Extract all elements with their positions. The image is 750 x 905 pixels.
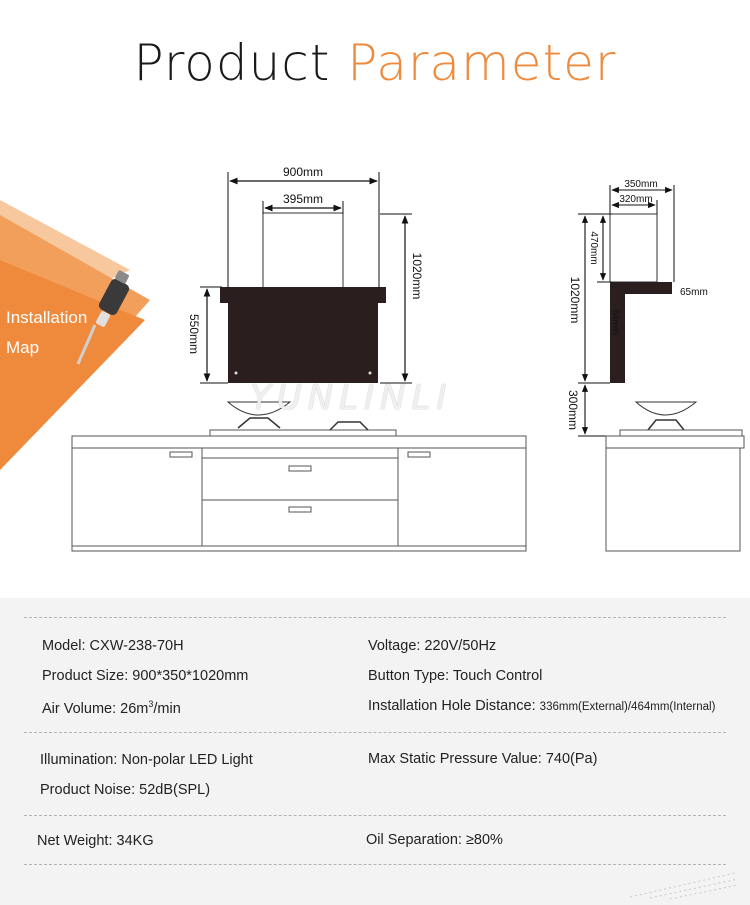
front-view: 900mm 395mm 1020mm 550mm [71, 165, 527, 552]
param-model: Model: CXW-238-70H [42, 638, 184, 654]
dim-900: 900mm [283, 165, 323, 179]
air-volume-sup: 3 [148, 699, 154, 709]
dim-350: 350mm [624, 179, 657, 190]
air-volume-suffix: /min [153, 700, 181, 717]
dim-1020-side: 1020mm [568, 277, 582, 324]
param-oil-separation: Oil Separation: ≥80% [366, 832, 503, 848]
param-air-volume: Air Volume: 26m3/min [42, 699, 181, 717]
dim-300: 300mm [566, 390, 580, 430]
orange-banner [0, 200, 150, 470]
hole-distance-label: Installation Hole Distance: [368, 698, 540, 714]
installation-diagram: 900mm 395mm 1020mm 550mm [0, 165, 745, 552]
divider [24, 617, 726, 618]
page-title: Product Parameter [0, 34, 750, 92]
param-illumination: Illumination: Non-polar LED Light [40, 752, 253, 768]
param-voltage: Voltage: 220V/50Hz [368, 638, 497, 654]
dim-320: 320mm [619, 194, 652, 205]
param-net-weight: Net Weight: 34KG [37, 833, 154, 849]
dim-395: 395mm [283, 192, 323, 206]
air-volume-prefix: Air Volume: 26m [42, 700, 149, 717]
dim-470: 470mm [588, 231, 599, 264]
map-label: Map [6, 338, 40, 357]
divider [24, 732, 726, 733]
hole-distance-value: 336mm(External)/464mm(Internal) [539, 701, 716, 713]
dim-550: 550mm [187, 314, 201, 354]
param-static-pressure: Max Static Pressure Value: 740(Pa) [368, 751, 598, 767]
param-size: Product Size: 900*350*1020mm [42, 668, 249, 684]
parameter-panel: Model: CXW-238-70H Product Size: 900*350… [0, 598, 750, 905]
divider [24, 864, 726, 865]
screwdriver-icon [76, 270, 130, 365]
param-noise: Product Noise: 52dB(SPL) [40, 782, 211, 798]
installation-label: Installation [6, 308, 88, 327]
dim-1020-front: 1020mm [410, 253, 424, 300]
divider [24, 815, 726, 816]
dim-65: 65mm [680, 287, 708, 298]
dim-64: 64mm [611, 309, 621, 334]
param-button-type: Button Type: Touch Control [368, 668, 543, 684]
title-word-product: Product [133, 34, 331, 92]
title-word-parameter: Parameter [347, 34, 617, 92]
param-hole-distance: Installation Hole Distance: 336mm(Extern… [368, 698, 715, 714]
side-view: 350mm 320mm 470mm 1020mm 65mm 64mm 300mm [566, 179, 745, 552]
watermark-logo: YUNLINLI [250, 378, 453, 418]
decorative-dots [629, 872, 739, 899]
